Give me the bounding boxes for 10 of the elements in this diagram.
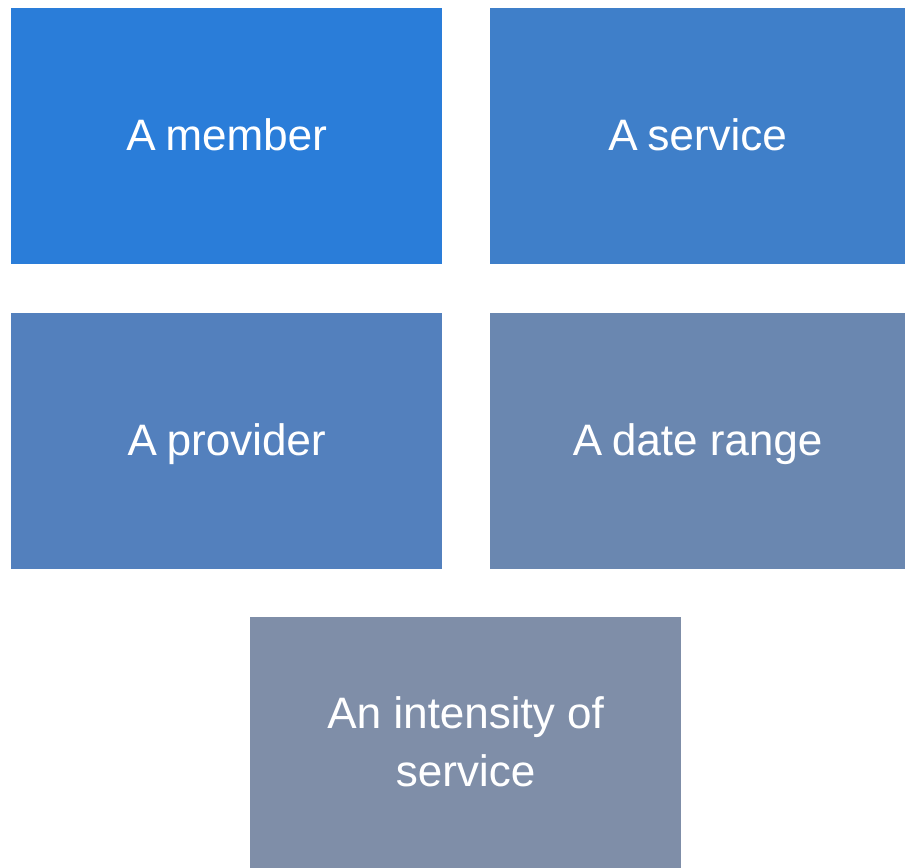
category-box [11,8,442,264]
box-label: A provider [126,415,327,468]
box-label: An intensity of service [326,688,605,798]
box-label: A member [125,110,328,162]
category-box [490,313,905,569]
category-box [11,313,442,569]
box-label: A service [607,110,788,162]
box-label: A date range [572,415,824,468]
category-box [250,617,681,868]
category-box [490,8,905,264]
